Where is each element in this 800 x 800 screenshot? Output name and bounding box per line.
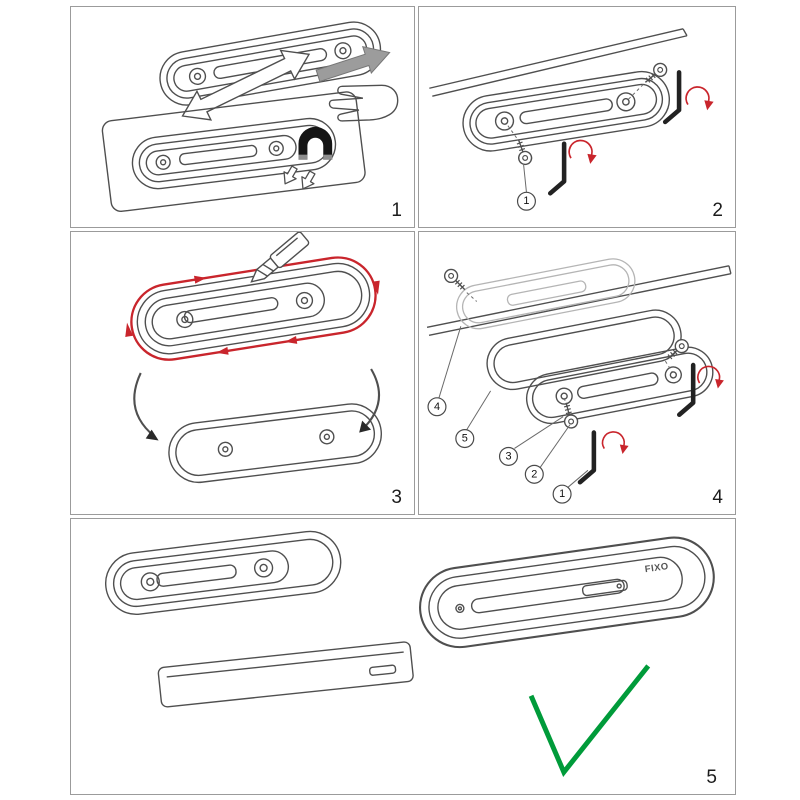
- callout-2: 2: [524, 464, 544, 484]
- handle-frame: [486, 309, 682, 391]
- handle-assembly: [462, 70, 670, 152]
- svg-text:4: 4: [434, 401, 440, 413]
- step-5-illustration: FIXO: [105, 530, 715, 777]
- handle-plate: [525, 346, 714, 425]
- step-3-illustration: [125, 232, 382, 484]
- cover-strip: [157, 641, 414, 708]
- step-4-illustration: 4 5 3 2 1: [426, 258, 732, 504]
- callout-5: 5: [455, 429, 475, 449]
- callout-1: 1: [516, 191, 536, 211]
- allen-key-icon: [550, 144, 564, 194]
- callout-3: 3: [498, 446, 519, 466]
- recess-ghost: [456, 258, 636, 330]
- magnet-icon: [298, 126, 333, 160]
- screw-icon: [511, 136, 535, 167]
- callout-1: 1: [552, 484, 572, 504]
- mounting-surface: [426, 265, 732, 336]
- svg-text:2: 2: [531, 468, 537, 480]
- handle-with-gasket: [125, 256, 380, 361]
- remove-arrow-icon: [359, 368, 380, 433]
- step-number: 4: [712, 487, 723, 508]
- step-number: 5: [706, 767, 717, 788]
- svg-text:3: 3: [505, 450, 511, 462]
- down-arrow-icon: [278, 163, 302, 188]
- svg-text:1: 1: [559, 488, 565, 500]
- step-1-illustration: [101, 21, 399, 213]
- slide-arrow-solid-icon: [315, 46, 391, 83]
- turn-arrow-icon: [685, 86, 715, 112]
- check-icon: [528, 664, 651, 777]
- mounting-surface: [429, 28, 688, 97]
- step-5-panel: FIXO 5: [70, 518, 736, 795]
- handle-frame: [168, 403, 382, 484]
- svg-text:5: 5: [462, 433, 468, 445]
- step-1-panel: 1: [70, 6, 415, 228]
- turn-arrow-icon: [568, 139, 598, 165]
- step-number: 1: [391, 200, 402, 221]
- brand-label: FIXO: [644, 560, 669, 574]
- callout-4: 4: [427, 397, 447, 417]
- finished-handle: FIXO: [419, 536, 715, 649]
- step-number: 2: [712, 200, 723, 221]
- utility-knife-icon: [250, 232, 310, 283]
- step-4-panel: 4 5 3 2 1 4: [418, 231, 736, 515]
- step-number: 3: [391, 487, 402, 508]
- step-3-panel: 3: [70, 231, 415, 515]
- step-2-illustration: 1: [429, 28, 715, 211]
- pointing-hand-icon: [328, 84, 399, 122]
- cut-arrow-icon: [125, 264, 380, 355]
- svg-text:1: 1: [523, 195, 529, 207]
- allen-key-icon: [665, 72, 679, 122]
- handle-assembly: [105, 530, 342, 615]
- step-2-panel: 1 2: [418, 6, 736, 228]
- slide-arrow-icon: [181, 49, 311, 121]
- turn-arrow-icon: [601, 431, 630, 455]
- remove-arrow-icon: [133, 372, 159, 441]
